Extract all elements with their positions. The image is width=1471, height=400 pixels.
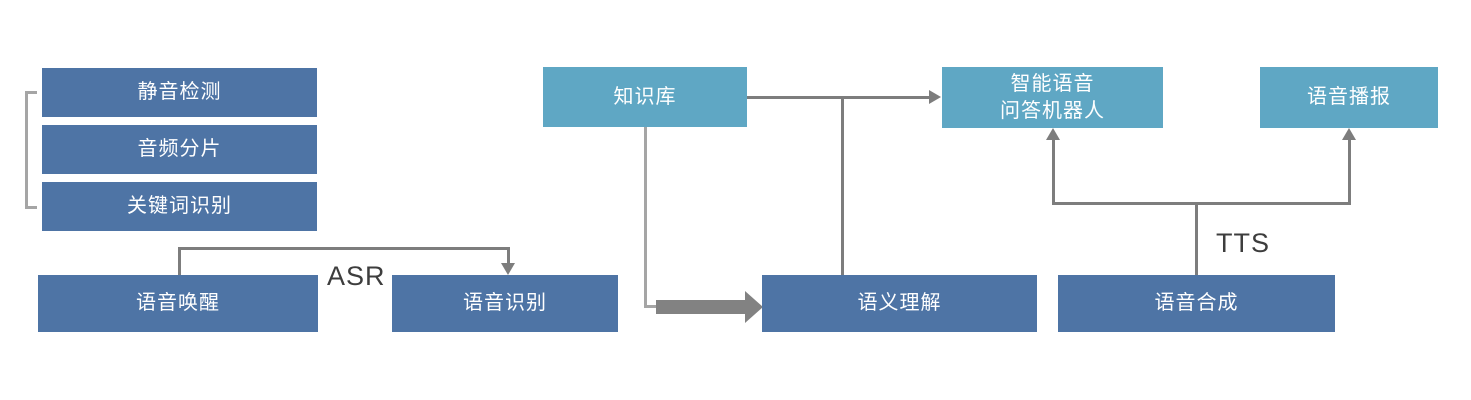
connector-asr-down <box>507 247 510 264</box>
connector-kb-to-robot <box>747 96 930 99</box>
edge-label-asr: ASR <box>327 261 386 291</box>
node-speech-synthesis: 语音合成 <box>1058 275 1335 332</box>
connector-tts-left-up <box>1052 139 1055 205</box>
node-voice-broadcast: 语音播报 <box>1260 67 1438 128</box>
thick-arrow-body <box>656 300 745 314</box>
connector-asr-up <box>178 247 181 275</box>
node-keyword-recognition: 关键词识别 <box>42 182 317 231</box>
node-qa-robot: 智能语音 问答机器人 <box>942 67 1163 128</box>
connector-kb-elbow <box>644 305 658 308</box>
node-silence-detection: 静音检测 <box>42 68 317 117</box>
group-bracket-line <box>25 91 28 209</box>
group-bracket-tick-bottom <box>25 206 37 209</box>
group-bracket-tick-top <box>25 91 37 94</box>
connector-tts-right-up <box>1348 139 1351 205</box>
thick-arrowhead-right-icon <box>745 291 763 323</box>
arrowhead-up-icon <box>1046 128 1060 140</box>
connector-branch-to-semantic <box>841 97 844 275</box>
node-audio-segmentation: 音频分片 <box>42 125 317 174</box>
arrowhead-up-icon <box>1342 128 1356 140</box>
node-voice-wakeup: 语音唤醒 <box>38 275 318 332</box>
edge-label-tts: TTS <box>1216 228 1270 258</box>
connector-tts-across <box>1052 202 1351 205</box>
node-knowledge-base: 知识库 <box>543 67 747 127</box>
arrowhead-down-icon <box>501 263 515 275</box>
node-speech-recognition: 语音识别 <box>392 275 618 332</box>
arrowhead-right-icon <box>929 90 941 104</box>
node-semantic-understanding: 语义理解 <box>762 275 1037 332</box>
connector-kb-down <box>644 127 647 308</box>
connector-asr-across <box>178 247 510 250</box>
connector-tts-stem <box>1195 202 1198 275</box>
